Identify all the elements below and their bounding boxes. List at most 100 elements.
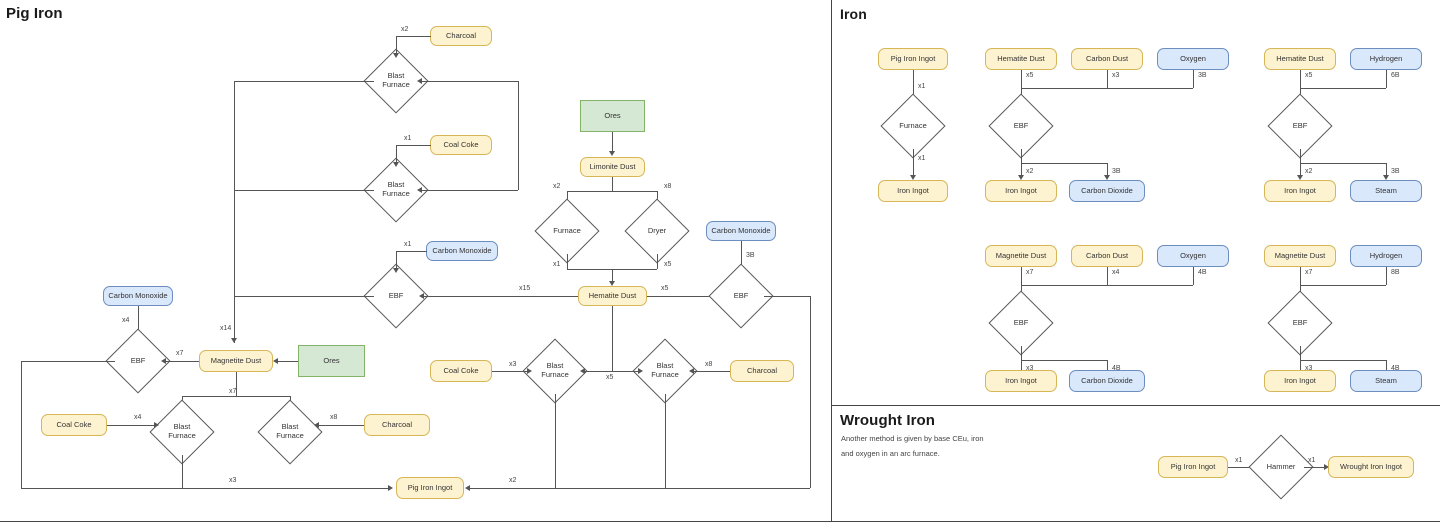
- node-wrought-input[interactable]: Pig Iron Ingot: [1158, 456, 1228, 478]
- panel-title-pig-iron: Pig Iron: [6, 5, 63, 22]
- node-iron-r3-output-1[interactable]: Steam: [1350, 180, 1422, 202]
- node-coal-coke-2[interactable]: Coal Coke: [430, 135, 492, 155]
- machine-blast-furnace-1[interactable]: Blast Furnace: [363, 48, 429, 114]
- edge-label-to-pig-iron-right: x2: [509, 477, 517, 484]
- edge-label-charcoal-br-to-bf: x8: [705, 361, 713, 368]
- machine-iron-r2[interactable]: EBF: [988, 93, 1054, 159]
- machine-ebf-3[interactable]: EBF: [363, 263, 429, 329]
- node-iron-r5-input-1[interactable]: Hydrogen: [1350, 245, 1422, 267]
- node-iron-r4-output-0[interactable]: Iron Ingot: [985, 370, 1057, 392]
- node-limonite-dust[interactable]: Limonite Dust: [580, 157, 645, 177]
- machine-blast-furnace-2[interactable]: Blast Furnace: [363, 157, 429, 223]
- edge-label-iron-r3-in-0: x5: [1305, 72, 1313, 79]
- edge-label-hematite-down: x5: [606, 374, 614, 381]
- machine-blast-furnace-br[interactable]: Blast Furnace: [257, 399, 323, 465]
- node-iron-r2-input-0[interactable]: Hematite Dust: [985, 48, 1057, 70]
- edge-label-hematite-to-ebf3: x15: [519, 285, 531, 292]
- node-coal-coke-bottom-left[interactable]: Coal Coke: [41, 414, 107, 436]
- machine-hammer[interactable]: Hammer: [1248, 434, 1314, 500]
- node-iron-r1-input-0[interactable]: Pig Iron Ingot: [878, 48, 948, 70]
- node-iron-r3-output-0[interactable]: Iron Ingot: [1264, 180, 1336, 202]
- edge-label-furnace-out: x1: [553, 261, 561, 268]
- edge-label-iron-r2-in-2: 3B: [1198, 72, 1207, 79]
- node-ores-mid[interactable]: Ores: [298, 345, 365, 377]
- machine-label: EBF: [388, 290, 404, 300]
- edge-label-iron-r5-out-1: 4B: [1391, 365, 1400, 372]
- edge-label-hematite-to-ebf-right: x5: [661, 285, 669, 292]
- node-iron-r5-output-0[interactable]: Iron Ingot: [1264, 370, 1336, 392]
- node-carbon-monoxide-left[interactable]: Carbon Monoxide: [103, 286, 173, 306]
- machine-label: Blast Furnace: [168, 422, 196, 440]
- machine-ebf-right[interactable]: EBF: [708, 263, 774, 329]
- machine-label: EBF: [733, 290, 749, 300]
- node-hematite-dust[interactable]: Hematite Dust: [578, 286, 647, 306]
- edge-label-iron-r2-in-1: x3: [1112, 72, 1120, 79]
- edge-label-iron-r1-out-0: x1: [918, 155, 926, 162]
- machine-label: EBF: [1013, 317, 1029, 327]
- machine-iron-r5[interactable]: EBF: [1267, 290, 1333, 356]
- node-iron-r1-output-0[interactable]: Iron Ingot: [878, 180, 948, 202]
- machine-ebf-left[interactable]: EBF: [105, 328, 171, 394]
- node-charcoal-bottom-left[interactable]: Charcoal: [364, 414, 430, 436]
- edge-label-iron-r2-out-0: x2: [1026, 168, 1034, 175]
- edge-label-charcoal-to-bf1: x2: [401, 26, 409, 33]
- machine-blast-furnace-cl[interactable]: Blast Furnace: [522, 338, 588, 404]
- node-iron-r4-input-0[interactable]: Magnetite Dust: [985, 245, 1057, 267]
- machine-label: Blast Furnace: [382, 71, 410, 89]
- machine-label: Blast Furnace: [382, 180, 410, 198]
- panel-title-wrought-iron: Wrought Iron: [840, 412, 936, 429]
- node-iron-r2-input-1[interactable]: Carbon Dust: [1071, 48, 1143, 70]
- edge-label-iron-r2-out-1: 3B: [1112, 168, 1121, 175]
- node-iron-r4-input-1[interactable]: Carbon Dust: [1071, 245, 1143, 267]
- edge-label-limonite-to-dryer: x8: [664, 183, 672, 190]
- node-magnetite-dust[interactable]: Magnetite Dust: [199, 350, 273, 372]
- node-iron-r3-input-0[interactable]: Hematite Dust: [1264, 48, 1336, 70]
- machine-label: Hammer: [1266, 461, 1296, 471]
- edge-label-co-to-ebf3: x1: [404, 241, 412, 248]
- machine-iron-r4[interactable]: EBF: [988, 290, 1054, 356]
- node-carbon-monoxide-3[interactable]: Carbon Monoxide: [426, 241, 498, 261]
- node-iron-r2-output-0[interactable]: Iron Ingot: [985, 180, 1057, 202]
- machine-dryer-mid[interactable]: Dryer: [624, 198, 690, 264]
- machine-label: EBF: [1292, 317, 1308, 327]
- edge-label-magnetite-to-ebf-left: x7: [176, 350, 184, 357]
- edge-label-iron-r2-in-0: x5: [1026, 72, 1034, 79]
- machine-furnace-mid[interactable]: Furnace: [534, 198, 600, 264]
- machine-label: EBF: [1013, 120, 1029, 130]
- edge-label-iron-r3-out-0: x2: [1305, 168, 1313, 175]
- node-iron-r2-output-1[interactable]: Carbon Dioxide: [1069, 180, 1145, 202]
- edge-label-to-magnetite: x14: [220, 325, 232, 332]
- node-iron-r3-input-1[interactable]: Hydrogen: [1350, 48, 1422, 70]
- edge-label-dryer-out: x5: [664, 261, 672, 268]
- node-iron-r5-input-0[interactable]: Magnetite Dust: [1264, 245, 1336, 267]
- edge-label-iron-r5-out-0: x3: [1305, 365, 1313, 372]
- machine-iron-r1[interactable]: Furnace: [880, 93, 946, 159]
- node-ores-top[interactable]: Ores: [580, 100, 645, 132]
- node-charcoal-top[interactable]: Charcoal: [430, 26, 492, 46]
- edge-label-limonite-to-furnace: x2: [553, 183, 561, 190]
- machine-iron-r3[interactable]: EBF: [1267, 93, 1333, 159]
- machine-blast-furnace-cr[interactable]: Blast Furnace: [632, 338, 698, 404]
- panel-title-iron: Iron: [840, 6, 867, 22]
- machine-label: Dryer: [647, 225, 667, 235]
- machine-blast-furnace-bl[interactable]: Blast Furnace: [149, 399, 215, 465]
- edge-label-iron-r4-in-2: 4B: [1198, 269, 1207, 276]
- edge-label-iron-r4-in-0: x7: [1026, 269, 1034, 276]
- machine-label: Blast Furnace: [541, 361, 569, 379]
- edge-label-iron-r4-out-1: 4B: [1112, 365, 1121, 372]
- edge-label-iron-r5-in-1: 8B: [1391, 269, 1400, 276]
- edge-label-coalcoke-bl-to-bf: x4: [134, 414, 142, 421]
- node-wrought-output[interactable]: Wrought Iron Ingot: [1328, 456, 1414, 478]
- wrought-iron-note-line-1: Another method is given by base CEu, iro…: [841, 434, 984, 443]
- edge-label-coalcoke-mid-to-bf: x3: [509, 361, 517, 368]
- node-carbon-monoxide-right[interactable]: Carbon Monoxide: [706, 221, 776, 241]
- node-coal-coke-bottom-mid[interactable]: Coal Coke: [430, 360, 492, 382]
- node-iron-r5-output-1[interactable]: Steam: [1350, 370, 1422, 392]
- edge-label-wrought-out: x1: [1308, 457, 1316, 464]
- node-charcoal-bottom-right[interactable]: Charcoal: [730, 360, 794, 382]
- node-iron-r4-output-1[interactable]: Carbon Dioxide: [1069, 370, 1145, 392]
- node-pig-iron-ingot[interactable]: Pig Iron Ingot: [396, 477, 464, 499]
- edge-label-charcoal-bl-to-bf: x8: [330, 414, 338, 421]
- node-iron-r4-input-2[interactable]: Oxygen: [1157, 245, 1229, 267]
- node-iron-r2-input-2[interactable]: Oxygen: [1157, 48, 1229, 70]
